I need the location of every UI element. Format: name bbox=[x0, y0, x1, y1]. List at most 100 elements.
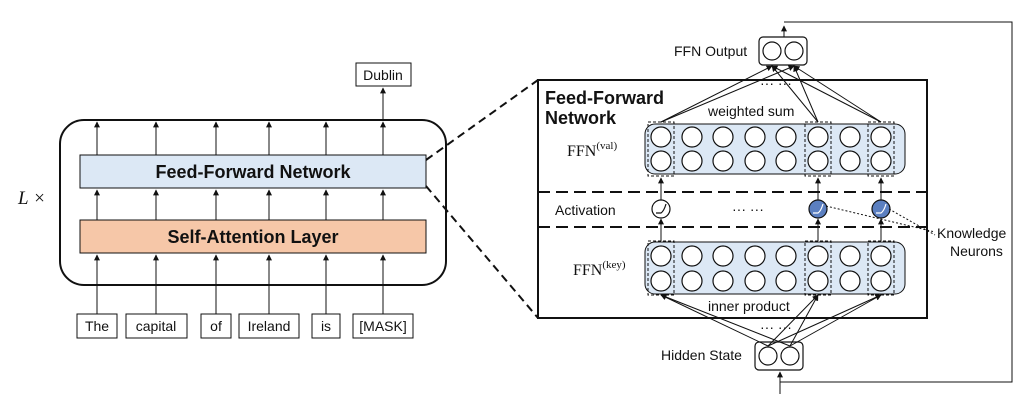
ffn-detail-title-line1: Feed-Forward bbox=[545, 88, 664, 108]
transformer-stack: L × Feed-Forward Network Self-Attention … bbox=[17, 62, 447, 339]
ffn-val-neuron bbox=[712, 126, 734, 148]
ffn-block-label: Feed-Forward Network bbox=[155, 162, 351, 182]
token-label: of bbox=[210, 318, 222, 334]
val-to-output-arrow bbox=[660, 65, 795, 123]
ffn-val-neuron bbox=[744, 150, 766, 172]
token-box bbox=[76, 313, 118, 339]
ffn-output-label: FFN Output bbox=[674, 43, 747, 59]
zoom-line-bottom bbox=[425, 185, 539, 319]
ffn-key-neuron bbox=[807, 270, 829, 292]
inner-product-label: inner product bbox=[708, 298, 790, 314]
activation-function-icon bbox=[876, 203, 887, 214]
activation-function-icon bbox=[813, 203, 824, 214]
ffn-key-neuron bbox=[712, 270, 734, 292]
ffn-key-neuron bbox=[870, 245, 892, 267]
ffn-key-neuron bbox=[712, 245, 734, 267]
token-box bbox=[352, 313, 414, 339]
input-tokens: The capital of Ireland is [MASK] bbox=[76, 313, 414, 339]
knowledge-neurons-label-line1: Knowledge bbox=[937, 225, 1006, 241]
input-ellipsis: ··· ··· bbox=[760, 319, 792, 335]
token-label: capital bbox=[136, 318, 176, 334]
weighted-sum-label: weighted sum bbox=[707, 103, 794, 119]
ffn-val-neuron bbox=[775, 150, 797, 172]
output-token-box bbox=[355, 62, 412, 87]
input-to-key-arrow bbox=[660, 294, 791, 347]
val-to-output-arrow bbox=[771, 65, 819, 123]
ffn-val-neuron bbox=[839, 150, 861, 172]
ffn-key-neuron bbox=[650, 270, 672, 292]
ffn-key-neurons bbox=[650, 245, 892, 292]
ffn-val-neuron bbox=[870, 126, 892, 148]
ffn-key-neuron bbox=[650, 245, 672, 267]
ffn-output-neuron bbox=[784, 41, 804, 61]
ffn-val-neuron bbox=[744, 126, 766, 148]
val-to-output-arrow bbox=[771, 65, 882, 123]
ffn-val-neurons bbox=[650, 126, 892, 172]
ffn-val-neuron bbox=[650, 150, 672, 172]
ffn-key-neuron bbox=[870, 270, 892, 292]
ffn-key-neuron bbox=[744, 245, 766, 267]
token-box bbox=[238, 313, 300, 339]
token-box bbox=[125, 313, 188, 339]
transformer-layer-frame bbox=[59, 119, 447, 286]
ffn-key-neuron bbox=[839, 270, 861, 292]
ffn-val-neuron bbox=[807, 150, 829, 172]
token-label: Ireland bbox=[248, 318, 291, 334]
input-to-key-arrow bbox=[767, 294, 882, 347]
activation-ellipsis: ··· ··· bbox=[732, 201, 764, 217]
token-box bbox=[200, 313, 232, 339]
ffn-key-label: FFN(key) bbox=[573, 259, 626, 279]
token-flow-arrows bbox=[94, 87, 386, 314]
ffn-detail: Feed-Forward Network FFN(val) FFN(key) w… bbox=[537, 21, 1013, 394]
ffn-val-neuron bbox=[839, 126, 861, 148]
activation-layer bbox=[651, 177, 891, 241]
ffn-key-neuron bbox=[681, 245, 703, 267]
input-to-key-arrow bbox=[660, 294, 769, 347]
ffn-val-neuron bbox=[681, 126, 703, 148]
knowledge-pointer bbox=[825, 205, 936, 233]
ffn-detail-title-line2: Network bbox=[545, 108, 617, 128]
output-ellipsis: ··· ··· bbox=[760, 75, 792, 91]
connection-lines bbox=[660, 65, 882, 347]
activation-function-icon bbox=[656, 203, 667, 214]
ffn-val-neuron bbox=[681, 150, 703, 172]
activation-label: Activation bbox=[555, 202, 616, 218]
token-label: is bbox=[321, 318, 331, 334]
hidden-state-label: Hidden State bbox=[661, 347, 742, 363]
ffn-val-neuron bbox=[650, 126, 672, 148]
token-label: The bbox=[85, 318, 109, 334]
knowledge-pointer bbox=[888, 208, 936, 236]
ffn-val-neuron bbox=[775, 126, 797, 148]
ffn-key-neuron bbox=[807, 245, 829, 267]
hidden-state-neuron bbox=[780, 346, 800, 366]
knowledge-neuron bbox=[808, 199, 828, 219]
self-attention-block-label: Self-Attention Layer bbox=[167, 227, 338, 247]
layer-repeat-label: L × bbox=[17, 188, 46, 209]
ffn-output-neuron bbox=[762, 41, 782, 61]
input-to-key-arrow bbox=[789, 294, 882, 347]
ffn-block bbox=[79, 154, 427, 189]
input-to-key-arrow bbox=[767, 294, 819, 347]
ffn-key-neuron bbox=[775, 245, 797, 267]
hidden-state-neuron bbox=[758, 346, 778, 366]
knowledge-neurons-label-line2: Neurons bbox=[950, 243, 1003, 259]
token-box bbox=[311, 313, 341, 339]
self-attention-block bbox=[79, 219, 427, 254]
ffn-val-neuron bbox=[807, 126, 829, 148]
ffn-key-neuron bbox=[775, 270, 797, 292]
ffn-val-neuron bbox=[870, 150, 892, 172]
ffn-val-label: FFN(val) bbox=[567, 140, 617, 160]
output-token: Dublin bbox=[363, 67, 403, 83]
token-label: [MASK] bbox=[359, 318, 406, 334]
ffn-key-neuron bbox=[744, 270, 766, 292]
knowledge-neuron bbox=[871, 199, 891, 219]
ffn-key-neuron bbox=[839, 245, 861, 267]
val-to-output-arrow bbox=[793, 65, 819, 123]
ffn-val-neuron bbox=[712, 150, 734, 172]
zoom-line-top bbox=[425, 79, 539, 161]
input-to-key-arrow bbox=[789, 294, 819, 347]
val-to-output-arrow bbox=[793, 65, 882, 123]
val-to-output-arrow bbox=[660, 65, 773, 123]
activation-neuron bbox=[651, 199, 671, 219]
